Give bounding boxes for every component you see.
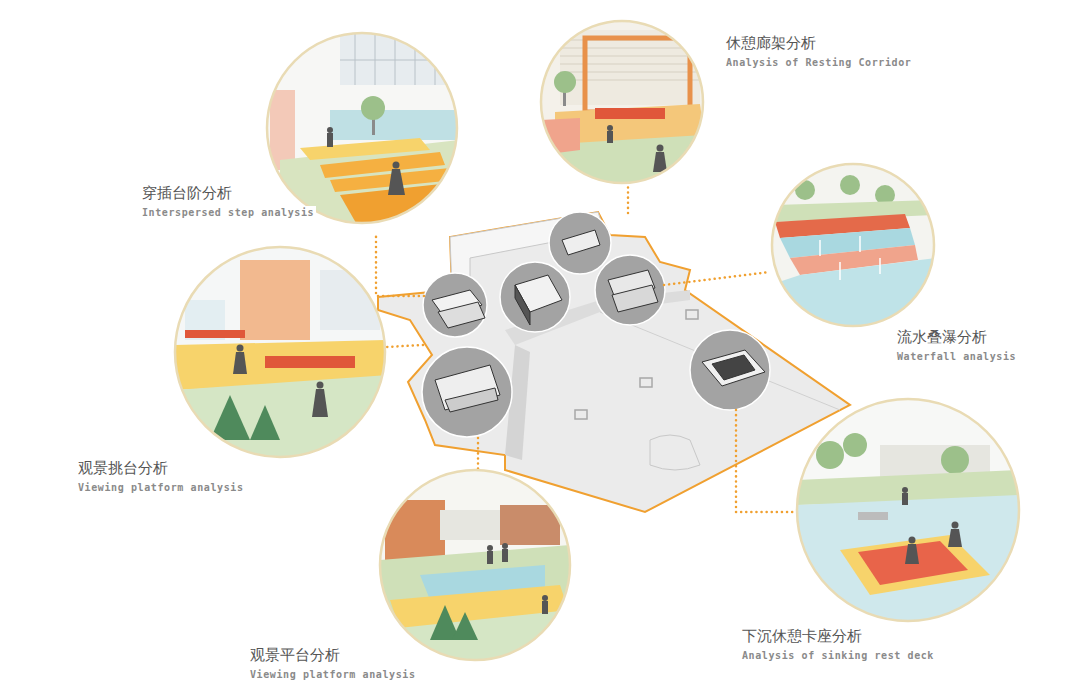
circle-border <box>175 247 385 457</box>
zoom-marker <box>422 212 770 437</box>
sunken-deck-illustration <box>795 395 1025 630</box>
label-heading: 流水叠瀑分析 <box>895 328 989 346</box>
analysis-circle: 休憩廊架分析Analysis of Resting Corridor <box>540 20 704 184</box>
zoom-detail <box>432 230 765 412</box>
label-subtitle: Analysis of Resting Corridor <box>724 56 913 69</box>
steps-illustration <box>260 30 470 230</box>
circle-border <box>541 21 703 183</box>
analysis-circle: 穿插台阶分析Interspersed step analysis <box>266 32 458 224</box>
circle-border <box>772 164 934 326</box>
analysis-circle: 观景挑台分析Viewing platform analysis <box>174 246 386 458</box>
corridor-illustration <box>530 15 720 195</box>
leader-line <box>376 186 796 512</box>
circle-outline <box>379 469 571 661</box>
label-heading: 观景平台分析 <box>248 646 342 664</box>
circle-outline <box>796 398 1020 622</box>
label-subtitle: Analysis of sinking rest deck <box>740 649 936 662</box>
label-subtitle: Interspersed step analysis <box>140 206 316 219</box>
circle-outline <box>174 246 386 458</box>
circle-outline <box>540 20 704 184</box>
label-heading: 休憩廊架分析 <box>724 34 818 52</box>
label-heading: 下沉休憩卡座分析 <box>740 627 864 645</box>
label-heading: 穿插台阶分析 <box>140 184 234 202</box>
circle-border <box>267 33 457 223</box>
analysis-circle: 下沉休憩卡座分析Analysis of sinking rest deck <box>796 398 1020 622</box>
circle-outline <box>266 32 458 224</box>
circle-outline <box>771 163 935 327</box>
circle-border <box>380 470 570 660</box>
analysis-circle: 流水叠瀑分析Waterfall analysis <box>771 163 935 327</box>
overhang-illustration <box>170 245 390 460</box>
analysis-circle: 观景平台分析Viewing platform analysis <box>379 469 571 661</box>
label-heading: 观景挑台分析 <box>76 459 170 477</box>
label-subtitle: Viewing platform analysis <box>76 481 246 494</box>
circle-border <box>797 399 1019 621</box>
platform-illustration <box>375 465 575 665</box>
waterfall-illustration <box>770 160 940 330</box>
label-subtitle: Waterfall analysis <box>895 350 1018 363</box>
label-subtitle: Viewing platform analysis <box>248 668 418 681</box>
